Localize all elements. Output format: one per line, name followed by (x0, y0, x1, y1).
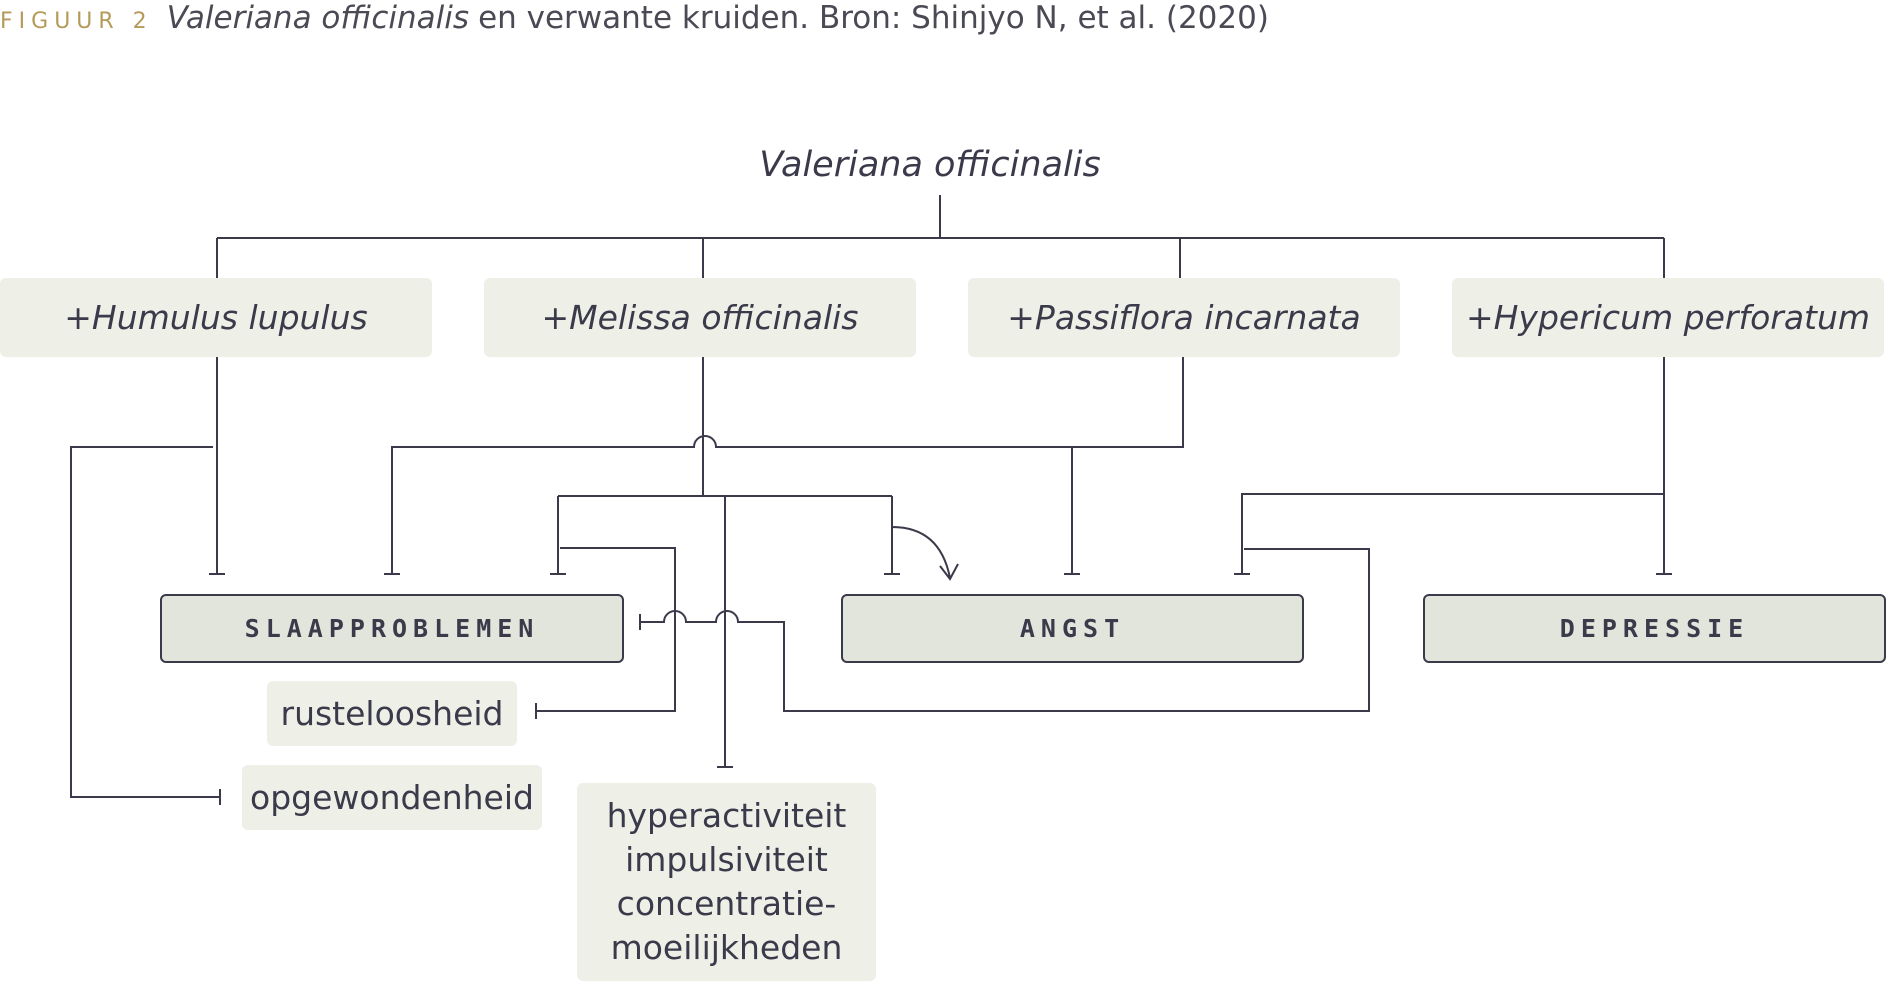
herb-box-melissa: +Melissa officinalis (484, 278, 916, 357)
figure-label: FIGUUR 2 (0, 9, 153, 34)
symptom-concentratie: concentratie- (616, 884, 837, 923)
connector-hypericum-slaap (640, 548, 1370, 712)
herb-box-hypericum: +Hypericum perforatum (1452, 278, 1884, 357)
symptom-hyperactiviteit-group: hyperactiviteit impulsiviteit concentrat… (577, 783, 876, 981)
symptom-moeilijkheden: moeilijkheden (610, 928, 843, 967)
condition-depressie: DEPRESSIE (1423, 594, 1886, 663)
connector-passiflora-bus (391, 357, 1184, 574)
connector-melissa-angst-curve (891, 526, 951, 579)
connector-hypericum-bus (1241, 493, 1664, 574)
symptom-impulsiviteit: impulsiviteit (625, 840, 828, 879)
root-node-valeriana: Valeriana officinalis (759, 145, 1101, 185)
herb-box-passiflora: +Passiflora incarnata (968, 278, 1400, 357)
figure-title-italic: Valeriana officinalis (166, 0, 470, 36)
symptom-rusteloosheid: rusteloosheid (267, 681, 517, 746)
arrowhead-angst (939, 563, 959, 581)
symptom-hyperactiviteit: hyperactiviteit (606, 796, 847, 835)
connector-humulus-opgewondenheid (70, 446, 220, 798)
condition-slaapproblemen: SLAAPPROBLEMEN (160, 594, 624, 663)
connector-melissa-rusteloosheid (536, 547, 676, 712)
figure-title-rest: en verwante kruiden. Bron: Shinjyo N, et… (478, 0, 1269, 36)
condition-angst: ANGST (841, 594, 1304, 663)
symptom-opgewondenheid: opgewondenheid (242, 765, 542, 830)
herb-box-humulus: +Humulus lupulus (0, 278, 432, 357)
figure-caption: FIGUUR 2 Valeriana officinalis en verwan… (0, 0, 1269, 40)
